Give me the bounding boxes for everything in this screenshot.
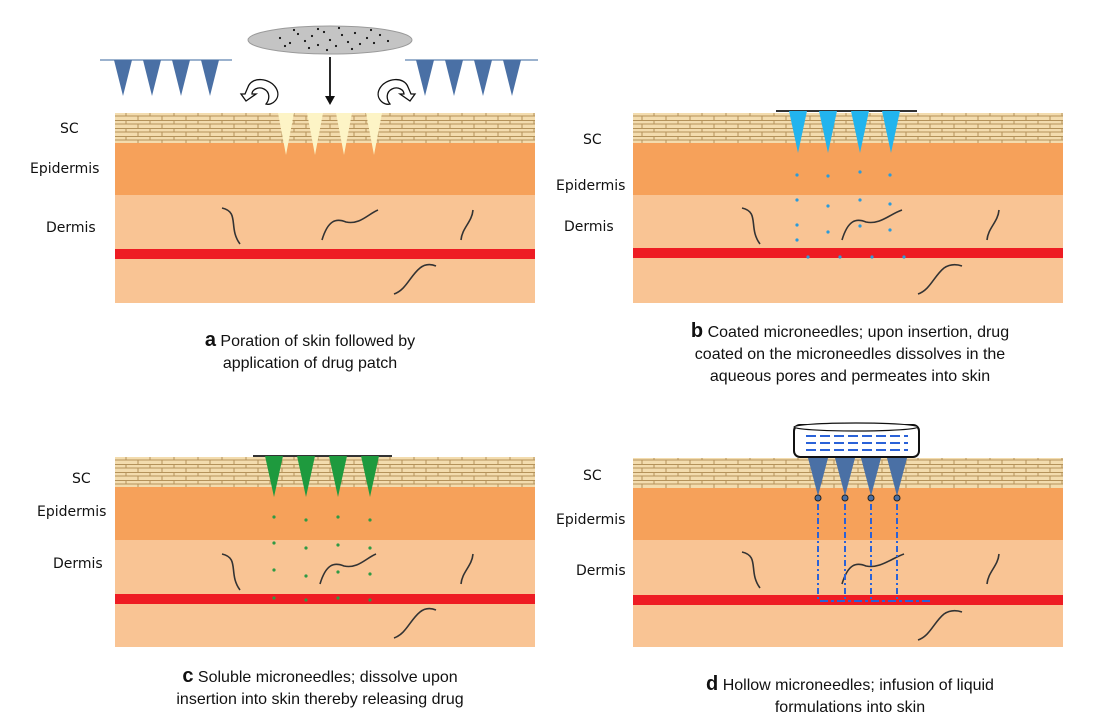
epidermis-layer: [115, 487, 535, 540]
down-arrow-icon: [325, 57, 335, 105]
drug-patch: [247, 25, 413, 55]
hollow-microneedle-array: [808, 458, 907, 502]
epidermis-layer: [633, 488, 1063, 540]
label-dermis: Dermis: [53, 556, 103, 572]
label-dermis: Dermis: [564, 219, 614, 235]
label-dermis: Dermis: [46, 220, 96, 236]
microneedle-array-left: [100, 59, 232, 96]
curved-arrow-icon: [239, 78, 279, 105]
panel-b: SC Epidermis Dermis: [556, 110, 1063, 303]
microneedle-array-right: [405, 59, 538, 96]
stratum-corneum-layer: [115, 113, 535, 143]
label-sc: SC: [60, 121, 79, 137]
soluble-microneedle-array: [253, 455, 392, 497]
stratum-corneum-layer: [633, 113, 1063, 143]
panel-a: SC Epidermis Dermis: [30, 25, 538, 303]
liquid-infusion-streams: [817, 504, 930, 602]
label-epidermis: Epidermis: [556, 512, 625, 528]
curved-arrow-icon: [377, 78, 417, 105]
label-epidermis: Epidermis: [37, 504, 106, 520]
coated-microneedle-array: [776, 110, 917, 153]
panel-d: SC Epidermis Dermis: [556, 422, 1063, 647]
caption-letter: a: [204, 329, 216, 351]
caption-letter: c: [182, 665, 194, 687]
caption-text: application of drug patch: [222, 355, 398, 372]
label-sc: SC: [583, 132, 602, 148]
nerve-fiber: [741, 551, 1000, 641]
dermis-layer: [633, 540, 1063, 647]
caption-text: insertion into skin thereby releasing dr…: [176, 691, 464, 708]
caption-text: Poration of skin followed by: [220, 333, 416, 350]
caption-text: coated on the microneedles dissolves in …: [694, 346, 1006, 363]
drug-particles: [272, 515, 372, 602]
caption-c: c Soluble microneedles; dissolve upon in…: [120, 665, 520, 711]
nerve-fiber: [741, 207, 1000, 295]
label-epidermis: Epidermis: [556, 178, 625, 194]
blood-vessel: [633, 248, 1063, 258]
nerve-fiber: [221, 207, 474, 295]
drug-particles: [795, 170, 906, 259]
dermis-layer: [115, 540, 535, 647]
drug-reservoir: [793, 422, 920, 458]
skin-pores: [278, 113, 382, 155]
epidermis-layer: [633, 143, 1063, 195]
stratum-corneum-layer: [115, 457, 535, 487]
caption-letter: d: [706, 673, 719, 695]
label-dermis: Dermis: [576, 563, 626, 579]
caption-b: b Coated microneedles; upon insertion, d…: [630, 320, 1070, 388]
epidermis-layer: [115, 143, 535, 195]
caption-a: a Poration of skin followed by applicati…: [140, 329, 480, 375]
caption-text: formulations into skin: [774, 699, 926, 716]
caption-text: Soluble microneedles; dissolve upon: [197, 669, 458, 686]
nerve-fiber: [221, 553, 474, 639]
label-epidermis: Epidermis: [30, 161, 99, 177]
caption-letter: b: [690, 320, 704, 342]
label-sc: SC: [583, 468, 602, 484]
blood-vessel: [115, 594, 535, 604]
caption-text: Hollow microneedles; infusion of liquid: [722, 677, 994, 694]
blood-vessel: [115, 249, 535, 259]
label-sc: SC: [72, 471, 91, 487]
panel-c: SC Epidermis Dermis: [37, 455, 535, 647]
caption-d: d Hollow microneedles; infusion of liqui…: [640, 673, 1060, 719]
caption-text: Coated microneedles; upon insertion, dru…: [707, 324, 1010, 341]
caption-text: aqueous pores and permeates into skin: [709, 368, 991, 385]
